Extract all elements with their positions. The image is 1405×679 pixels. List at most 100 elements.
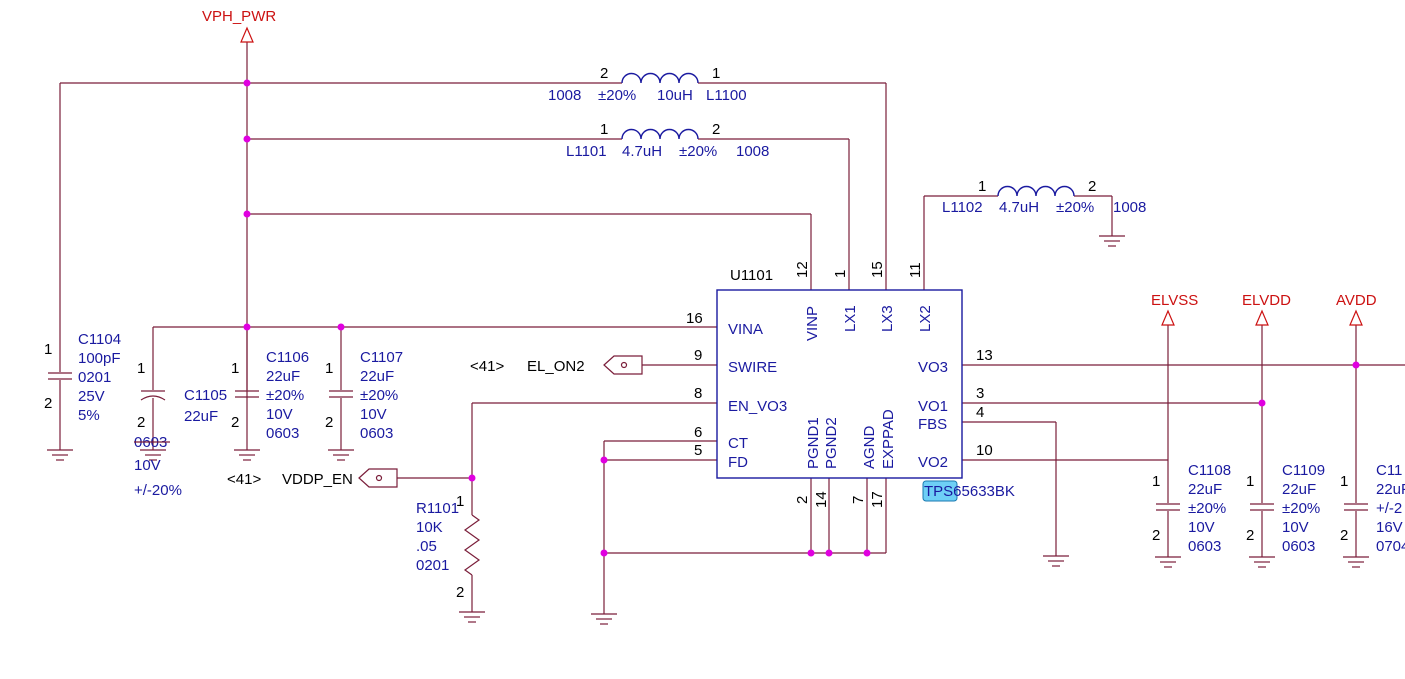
- svg-text:16V: 16V: [1376, 519, 1403, 536]
- svg-text:1: 1: [325, 360, 333, 377]
- svg-text:AGND: AGND: [861, 425, 878, 469]
- svg-text:1: 1: [600, 121, 608, 138]
- svg-text:SWIRE: SWIRE: [728, 359, 777, 376]
- junction-dot: [243, 210, 251, 218]
- svg-text:2: 2: [44, 395, 52, 412]
- svg-text:±20%: ±20%: [679, 143, 717, 160]
- svg-text:1008: 1008: [736, 143, 769, 160]
- svg-text:12: 12: [794, 261, 811, 278]
- inductor-l1102: 1 2 L1102 4.7uH ±20% 1008: [942, 178, 1146, 216]
- svg-text:C1109: C1109: [1282, 462, 1325, 479]
- svg-text:+/-2: +/-2: [1376, 500, 1402, 517]
- svg-text:.05: .05: [416, 538, 437, 555]
- svg-text:PGND2: PGND2: [823, 417, 840, 469]
- wires: [59, 42, 1405, 610]
- junction-dots: [243, 79, 1360, 557]
- svg-text:±20%: ±20%: [1282, 500, 1320, 517]
- svg-text:5%: 5%: [78, 407, 100, 424]
- svg-text:2: 2: [600, 65, 608, 82]
- inductor-l1100: 2 1 1008 ±20% 10uH L1100: [548, 65, 747, 104]
- svg-text:0603: 0603: [266, 425, 299, 442]
- svg-text:L1102: L1102: [942, 199, 983, 216]
- svg-text:22uF: 22uF: [184, 408, 218, 425]
- svg-text:4.7uH: 4.7uH: [622, 143, 662, 160]
- junction-dot: [243, 79, 251, 87]
- svg-text:1: 1: [456, 493, 464, 510]
- svg-text:10V: 10V: [1282, 519, 1309, 536]
- svg-text:11: 11: [907, 262, 924, 278]
- ground-icon: [46, 445, 74, 461]
- svg-text:VINA: VINA: [728, 321, 763, 338]
- ic-body: [716, 289, 963, 479]
- svg-text:1: 1: [44, 341, 52, 358]
- power-label-vph-pwr: VPH_PWR: [202, 8, 276, 25]
- offpage-connector-icon: [358, 468, 398, 488]
- ic-ref: U1101: [730, 267, 773, 284]
- power-label-elvss: ELVSS: [1151, 292, 1198, 309]
- svg-text:3: 3: [976, 385, 984, 402]
- svg-text:+/-20%: +/-20%: [134, 482, 182, 499]
- svg-text:1008: 1008: [548, 87, 581, 104]
- part-highlight: [922, 480, 958, 502]
- svg-text:10V: 10V: [266, 406, 293, 423]
- junction-dot: [863, 549, 871, 557]
- svg-text:C11: C11: [1376, 462, 1402, 479]
- svg-text:13: 13: [976, 347, 993, 364]
- svg-text:C1104: C1104: [78, 331, 121, 348]
- svg-text:LX1: LX1: [842, 305, 859, 332]
- svg-text:22uF: 22uF: [1376, 481, 1405, 498]
- svg-text:0603: 0603: [1282, 538, 1315, 555]
- svg-text:1: 1: [712, 65, 720, 82]
- svg-text:6: 6: [694, 424, 702, 441]
- resistor-icon: [463, 514, 481, 576]
- svg-text:4.7uH: 4.7uH: [999, 199, 1039, 216]
- svg-text:4: 4: [976, 404, 984, 421]
- net-port-el-on2: EL_ON2 <41>: [470, 355, 643, 375]
- svg-text:22uF: 22uF: [266, 368, 300, 385]
- inductor-coil-icon: [621, 72, 699, 84]
- svg-text:CT: CT: [728, 435, 748, 452]
- svg-text:EN_VO3: EN_VO3: [728, 398, 787, 415]
- svg-text:25V: 25V: [78, 388, 105, 405]
- svg-text:22uF: 22uF: [1282, 481, 1316, 498]
- junction-dot: [468, 474, 476, 482]
- power-elvss: ELVSS: [1151, 292, 1198, 326]
- svg-text:100pF: 100pF: [78, 350, 121, 367]
- net-port-vddp-en: VDDP_EN <41>: [227, 468, 398, 488]
- junction-dot: [337, 323, 345, 331]
- capacitor-c1108: 1 2 C1108 22uF ±20% 10V 0603: [1152, 462, 1231, 555]
- svg-text:<41>: <41>: [470, 358, 504, 375]
- svg-text:C1105: C1105: [184, 387, 227, 404]
- svg-text:C1108: C1108: [1188, 462, 1231, 479]
- svg-text:22uF: 22uF: [360, 368, 394, 385]
- svg-text:2: 2: [712, 121, 720, 138]
- junction-dot: [243, 323, 251, 331]
- svg-text:10uH: 10uH: [657, 87, 693, 104]
- svg-text:L1101: L1101: [566, 143, 607, 160]
- ground-icon: [1248, 552, 1276, 568]
- power-avdd: AVDD: [1336, 292, 1377, 326]
- svg-text:10V: 10V: [360, 406, 387, 423]
- svg-text:8: 8: [694, 385, 702, 402]
- svg-text:1: 1: [231, 360, 239, 377]
- power-vph-pwr: VPH_PWR: [202, 8, 276, 43]
- svg-text:LX2: LX2: [917, 305, 934, 332]
- svg-text:1: 1: [1152, 473, 1160, 490]
- ground-icon: [1042, 551, 1070, 567]
- svg-text:0603: 0603: [1188, 538, 1221, 555]
- svg-text:0704: 0704: [1376, 538, 1405, 555]
- svg-text:<41>: <41>: [227, 471, 261, 488]
- ground-symbols: [46, 231, 1370, 625]
- svg-text:PGND1: PGND1: [805, 417, 822, 469]
- svg-text:1: 1: [832, 270, 849, 278]
- svg-text:VDDP_EN: VDDP_EN: [282, 471, 353, 488]
- inductor-coil-icon: [621, 128, 699, 140]
- svg-text:FD: FD: [728, 454, 748, 471]
- offpage-connector-icon: [603, 355, 643, 375]
- ground-icon: [590, 609, 618, 625]
- svg-text:1: 1: [1246, 473, 1254, 490]
- svg-text:R1101: R1101: [416, 500, 459, 517]
- svg-text:14: 14: [813, 491, 830, 508]
- power-label-avdd: AVDD: [1336, 292, 1377, 309]
